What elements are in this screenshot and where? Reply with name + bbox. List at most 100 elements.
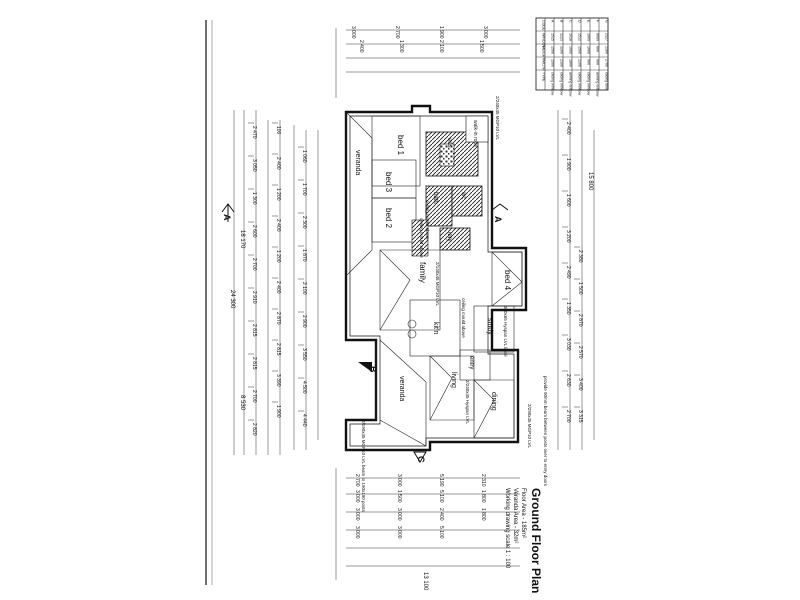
dim-top-row: 1 900	[438, 26, 444, 39]
dim-left-col3: 4 500	[301, 381, 307, 394]
schedule-cell: awning window	[596, 72, 600, 97]
dim-left-sub-2: 8 530	[239, 395, 245, 411]
dim-left-col1: 2 600	[251, 225, 257, 238]
dining-label: dining	[490, 392, 497, 411]
dim-bottom-bottom_row3: 2 400	[438, 508, 444, 521]
schedule-cell: 1200	[560, 46, 564, 54]
walk-in-label: walk-in robe	[472, 120, 478, 147]
dim-bottom-bottom_row1: 5 190	[438, 474, 444, 487]
dim-bottom-bottom_row3: 3 000	[354, 508, 360, 521]
room-study: study	[473, 305, 515, 353]
floor-area: Floor Area - 185m²	[520, 488, 526, 538]
section-a-right-label: A	[493, 216, 503, 223]
schedule-cell: G	[605, 20, 609, 23]
living-label: living	[450, 372, 457, 388]
bath-label: bath	[432, 192, 438, 204]
section-marker-a-left: A	[221, 203, 235, 222]
room-dining: dining	[473, 379, 515, 439]
dim-left-col2: 1 900	[275, 405, 281, 418]
dim-left-col3: 1 700	[301, 183, 307, 196]
plan-title: Ground Floor Plan	[529, 488, 543, 593]
dim-bottom-bottom_row3: 3 000	[396, 508, 402, 521]
dim-left-col2: 2 815	[275, 343, 281, 356]
family-label: family	[418, 262, 427, 283]
schedule-header-cell: WIDTH	[542, 59, 546, 71]
dim-left-col2: 2 400	[275, 157, 281, 170]
bed-2-label: bed 2	[384, 208, 393, 229]
schedule-cell: sliding window	[587, 72, 591, 96]
dim-right-col: 1 900	[565, 158, 571, 171]
schedule-cell: sliding window	[560, 72, 564, 96]
schedule-cell: awning window	[569, 72, 573, 97]
scale-note: Working drawing scale 1 : 100	[504, 488, 510, 569]
dim-top-row2: 1 500	[478, 40, 484, 53]
section-a-left-label: A	[222, 214, 232, 221]
room-family: family	[379, 249, 441, 331]
note-study-beam: 300x65 Hyspan LVL lintel	[503, 306, 508, 357]
section-marker-c-bottom: C	[413, 451, 427, 463]
schedule-cell: 1515	[551, 33, 555, 41]
room-entry: entry	[459, 349, 491, 381]
schedule-cell: 2100	[605, 46, 609, 54]
dim-bottom-bottom_row1: 2 310	[480, 474, 486, 487]
dim-right-col: 1 600	[565, 194, 571, 207]
schedule-header-cell: WINDOW	[542, 33, 546, 49]
dim-right-col: 2 400	[565, 122, 571, 135]
dim-right-col2: 2 870	[577, 314, 583, 327]
schedule-cell: 1500	[578, 46, 582, 54]
dim-top-row: 2 700	[394, 26, 400, 39]
note-entry-beam: 2/290x45 MGP10 LVL	[527, 404, 532, 448]
entry-label: entry	[468, 356, 474, 369]
schedule-header-cell: CODE	[542, 20, 546, 31]
veranda-top-label: veranda	[354, 150, 361, 175]
room-bed-3: bed 3	[371, 159, 417, 199]
dim-top-row2: 2 400	[358, 40, 364, 53]
schedule-cell: 1200	[578, 59, 582, 67]
dim-top-row2: 2 100	[438, 40, 444, 53]
dim-left-overall: 24 300	[229, 290, 235, 309]
dim-left-col3: 1 060	[301, 150, 307, 163]
schedule-cell: sliding door	[605, 72, 609, 91]
dim-left-col3: 4 440	[301, 414, 307, 427]
kitchen-label: kit'n	[432, 322, 439, 334]
schedule-header-cell: TYPE	[542, 72, 546, 82]
dim-right-col: 2 490	[565, 266, 571, 279]
dim-left-col1: 2 820	[251, 423, 257, 436]
schedule-cell: 1500	[551, 59, 555, 67]
dim-left-col2: 1 200	[275, 250, 281, 263]
bed-3-label: bed 3	[384, 172, 393, 193]
title-block: Ground Floor Plan Floor Area - 185m² Ver…	[504, 488, 543, 593]
wc-label: wc	[460, 191, 466, 199]
schedule-cell: 1018	[569, 33, 573, 41]
schedule-cell: 2700	[605, 59, 609, 67]
note-roof-beam-top: 2/240x45 MGP10 LVL	[495, 96, 500, 140]
bed-4-label: bed 4	[503, 270, 512, 291]
schedule-cell: 600	[596, 46, 600, 52]
window-schedule-table: CODEWINDOWHEIGHTWIDTHTYPEA151515001500sl…	[535, 17, 609, 97]
schedule-cell: 2100	[560, 59, 564, 67]
dim-right-col2: 1 500	[577, 282, 583, 295]
schedule-cell: 1500	[551, 46, 555, 54]
wet-areas: walk-in robe ens bath wc ldry	[411, 115, 489, 257]
dim-bottom-bottom_row2: 5 100	[438, 490, 444, 503]
schedule-cell: 0609	[596, 33, 600, 41]
veranda-bottom-label: veranda	[398, 376, 405, 401]
schedule-cell: 1221	[560, 33, 564, 41]
schedule-cell: 900	[587, 59, 591, 65]
dim-bottom-bottom_row1: 3 000	[396, 474, 402, 487]
veranda-bottom: veranda	[375, 339, 427, 447]
dim-right-col2: 3 400	[577, 378, 583, 391]
dim-bottom-overall: 13 100	[422, 572, 428, 591]
note-dining-beam: 2/240x45 Hyspan LVL	[465, 380, 470, 424]
schedule-cell: 1000	[587, 46, 591, 54]
schedule-cell: 1009	[587, 33, 591, 41]
plan-notes: 2/240x45 MGP10 LVL 2/140x45 MGP10 LVL ce…	[361, 96, 548, 513]
dim-right-col: 2 700	[565, 410, 571, 423]
dim-left-col2: 3 390	[275, 374, 281, 387]
section-marker-b-left: B	[358, 362, 378, 373]
dim-left-col3: 2 900	[301, 315, 307, 328]
